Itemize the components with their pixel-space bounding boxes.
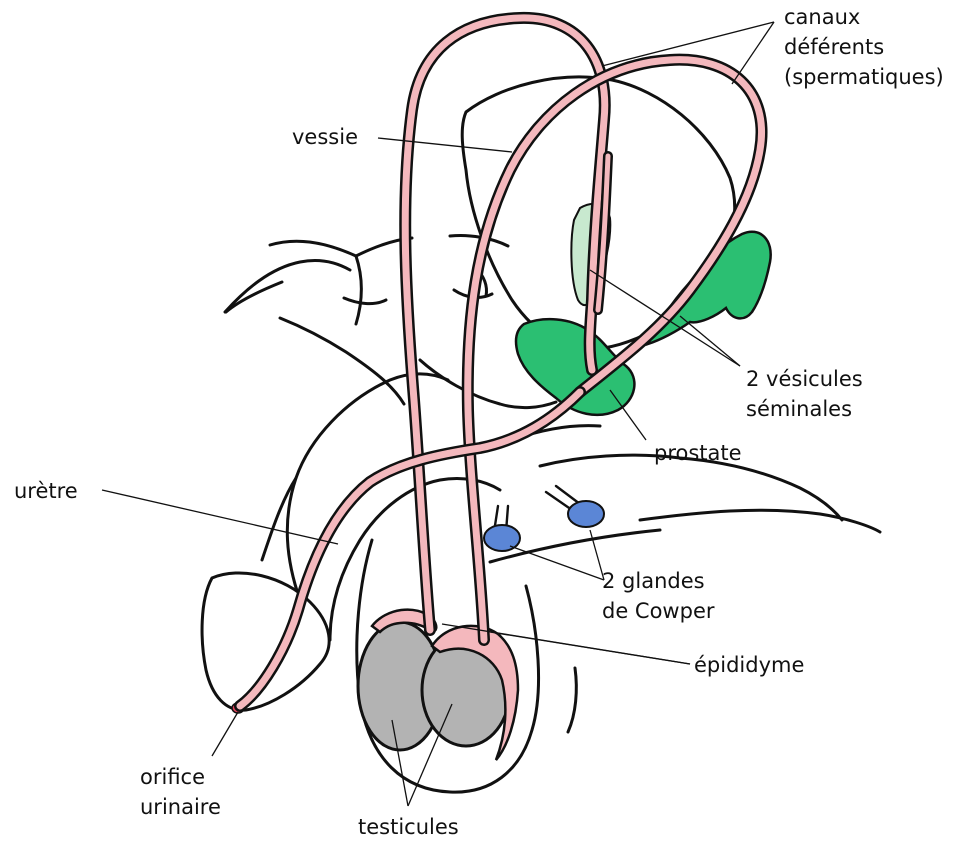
label-orifice-line1: orifice: [140, 762, 221, 792]
label-canaux-deferents-line2: déférents: [784, 32, 944, 62]
label-epididyme: épididyme: [694, 650, 804, 680]
label-vesicules-line1: 2 vésicules: [746, 364, 863, 394]
label-glandes-cowper: 2 glandes de Cowper: [602, 566, 715, 626]
label-testicules: testicules: [358, 812, 459, 842]
label-cowper-line2: de Cowper: [602, 596, 715, 626]
label-cowper-line1: 2 glandes: [602, 566, 715, 596]
label-canaux-deferents-line3: (spermatiques): [784, 62, 944, 92]
label-vesicules-seminales: 2 vésicules séminales: [746, 364, 863, 424]
label-canaux-deferents-line1: canaux: [784, 2, 944, 32]
label-prostate: prostate: [654, 438, 742, 468]
label-canaux-deferents: canaux déférents (spermatiques): [784, 2, 944, 92]
seminal-vesicle-right: [648, 232, 771, 344]
label-uretre: urètre: [14, 476, 78, 506]
glans: [202, 573, 329, 710]
label-orifice-urinaire: orifice urinaire: [140, 762, 221, 822]
label-orifice-line2: urinaire: [140, 792, 221, 822]
label-vessie: vessie: [292, 122, 358, 152]
cowper-gland-right: [568, 501, 604, 527]
label-vesicules-line2: séminales: [746, 394, 863, 424]
